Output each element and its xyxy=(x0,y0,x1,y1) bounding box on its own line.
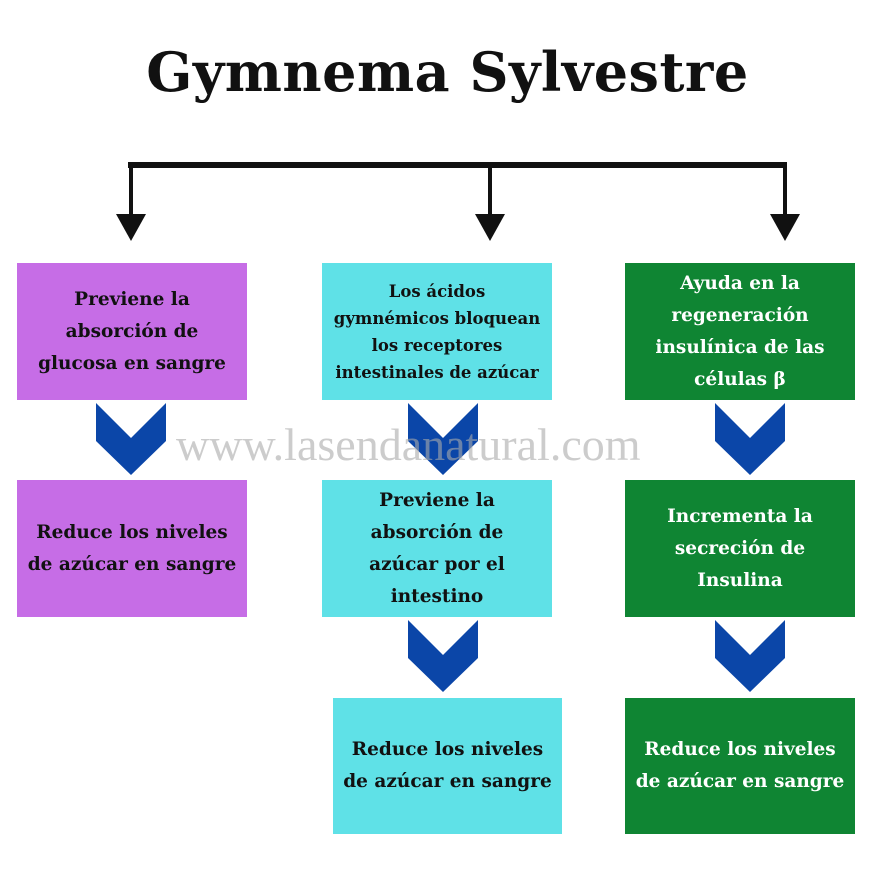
arrow-down-icon xyxy=(475,214,505,241)
diagram-title: Gymnema Sylvestre xyxy=(146,40,749,104)
box-col3-step2: Incrementa la secreción de Insulina xyxy=(625,480,855,617)
chevron-down-icon xyxy=(715,403,785,475)
box-col3-step1: Ayuda en la regeneración insulínica de l… xyxy=(625,263,855,400)
box-col1-step1: Previene la absorción de glucosa en sang… xyxy=(17,263,247,400)
arrow-down-icon xyxy=(770,214,800,241)
box-col1-step2: Reduce los niveles de azúcar en sangre xyxy=(17,480,247,617)
chevron-down-icon xyxy=(408,403,478,475)
chevron-down-icon xyxy=(408,620,478,692)
branch-connector xyxy=(116,162,800,241)
box-col2-step1: Los ácidos gymnémicos bloquean los recep… xyxy=(322,263,552,400)
box-col3-step3: Reduce los niveles de azúcar en sangre xyxy=(625,698,855,834)
arrow-down-icon xyxy=(116,214,146,241)
box-col2-step2: Previene la absorción de azúcar por el i… xyxy=(322,480,552,617)
box-col2-step3: Reduce los niveles de azúcar en sangre xyxy=(333,698,562,834)
chevron-down-icon xyxy=(715,620,785,692)
chevron-down-icon xyxy=(96,403,166,475)
